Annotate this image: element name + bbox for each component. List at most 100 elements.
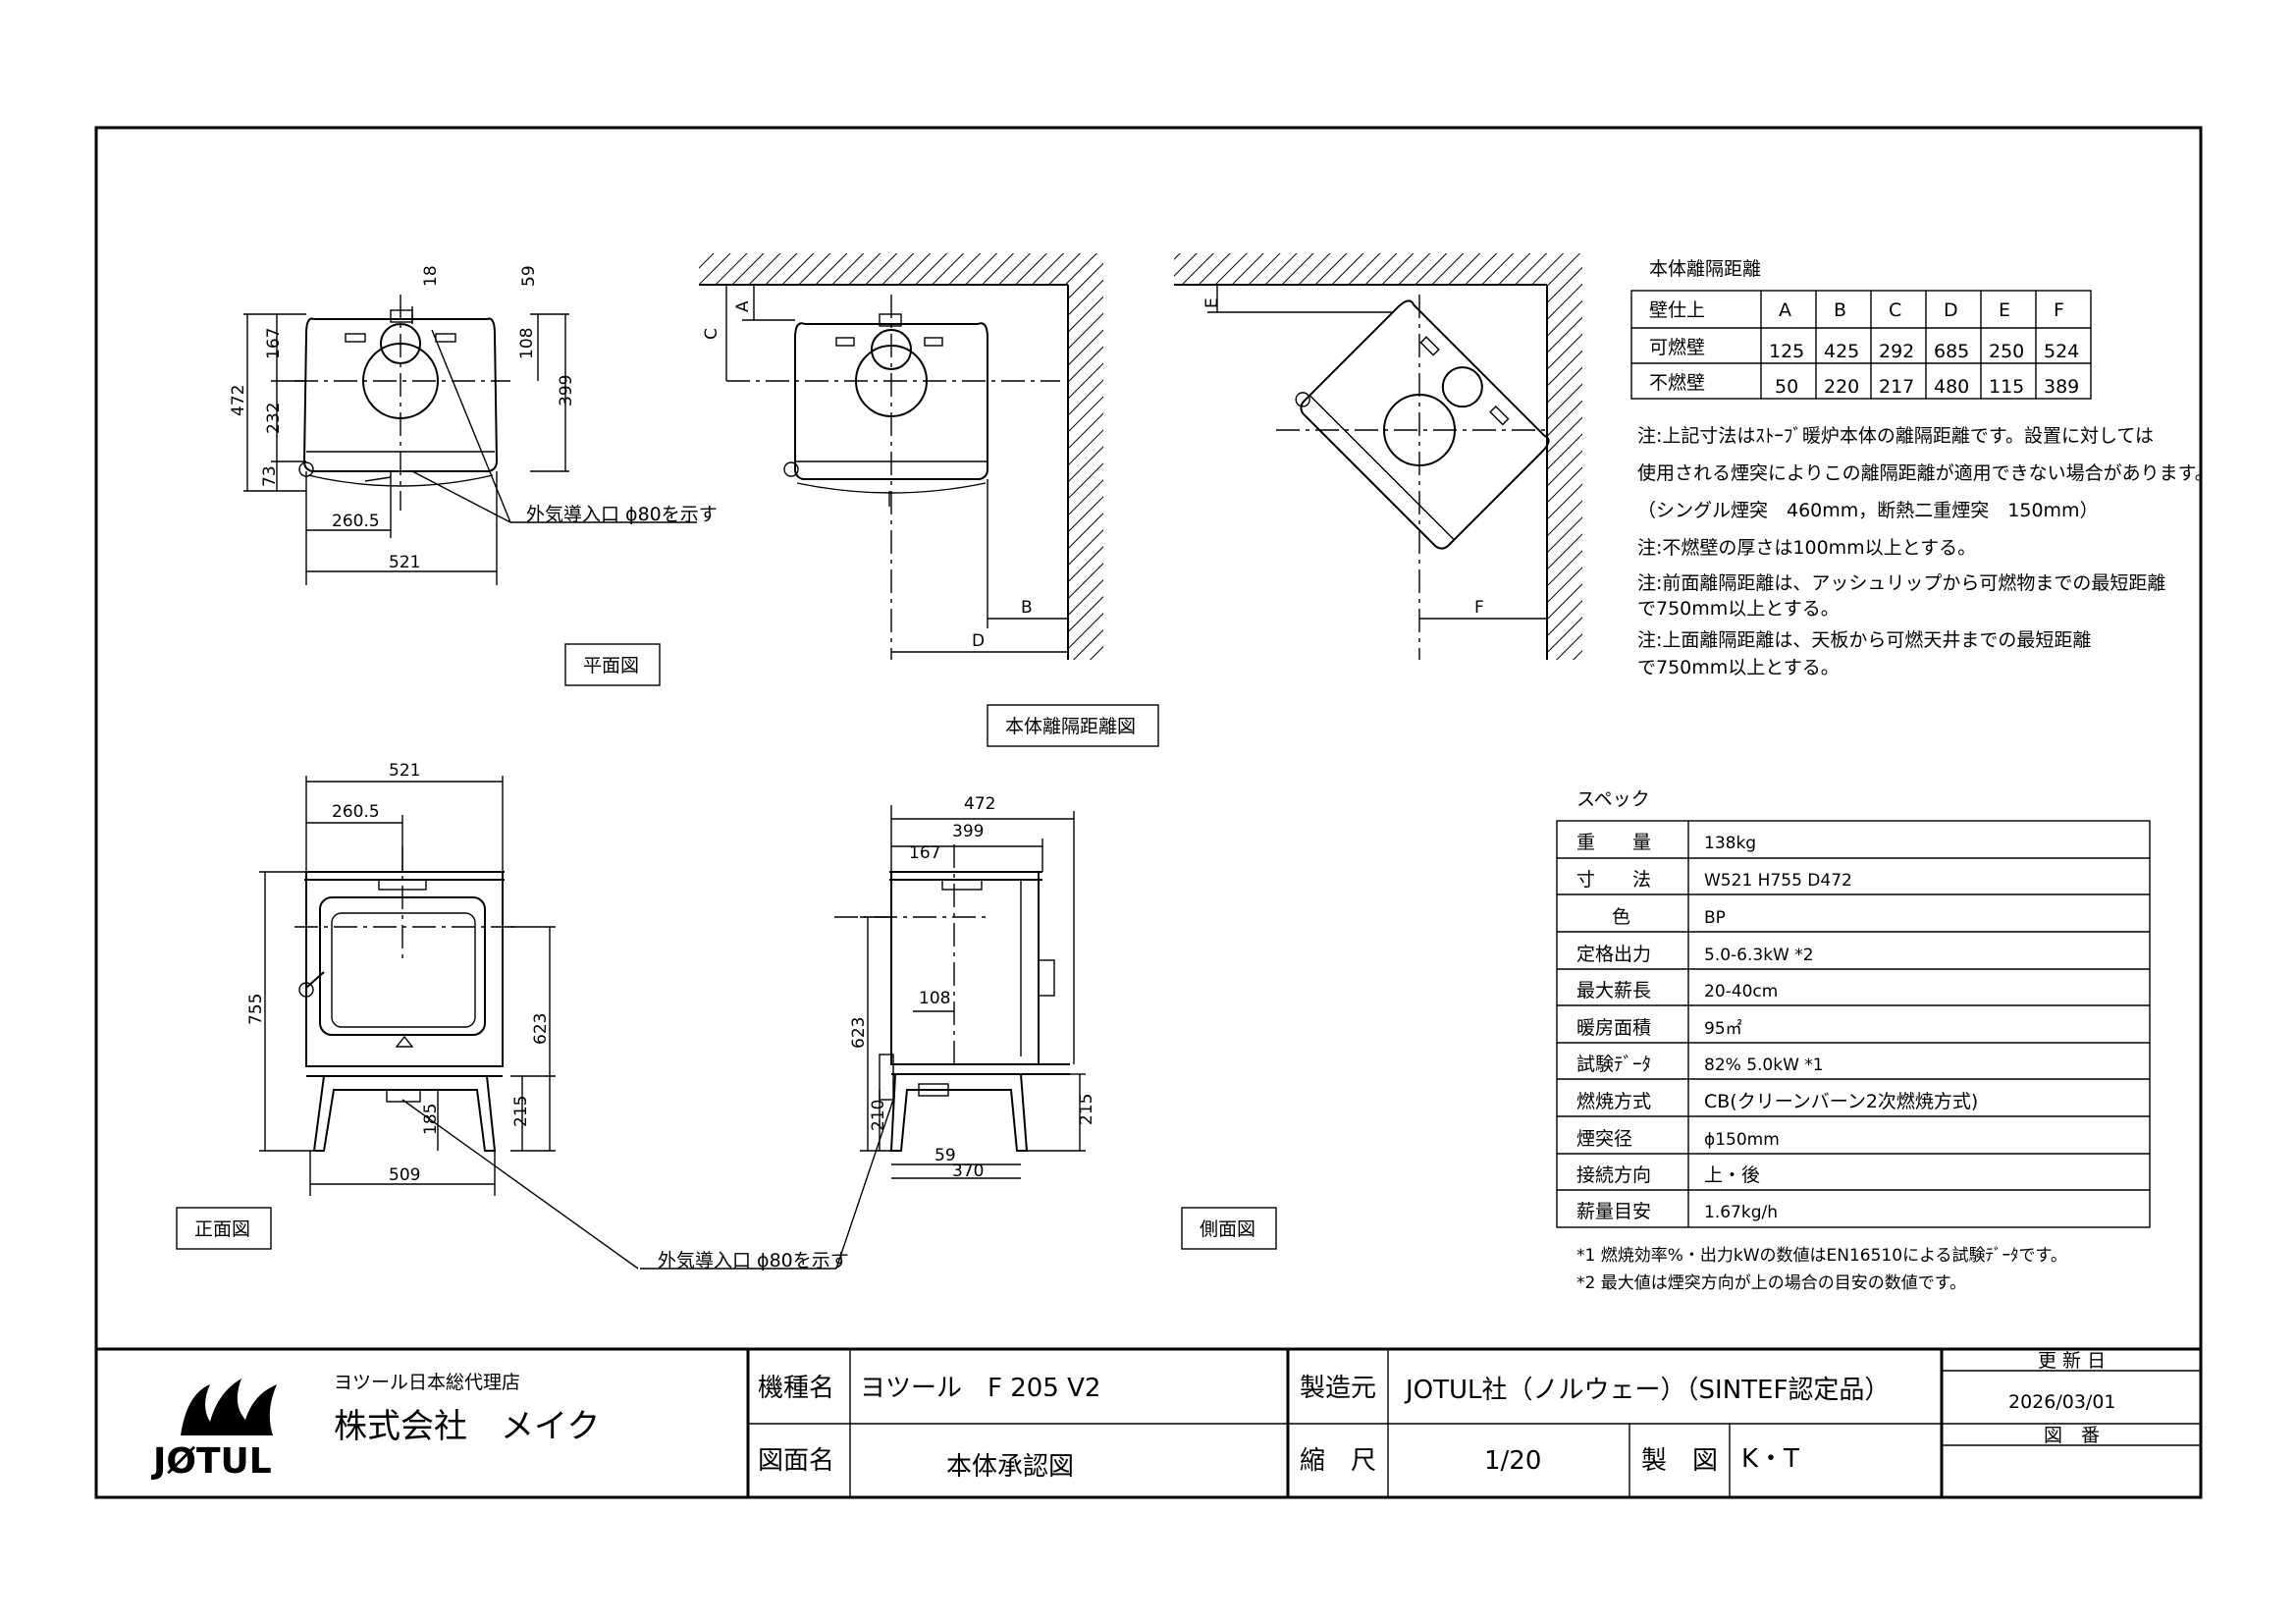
front-dim-185: 185 <box>421 1104 441 1135</box>
side-dim-623: 623 <box>849 1017 869 1049</box>
sheet-border <box>94 126 2203 1499</box>
note-line-1: 注:上記寸法はｽﾄｰﾌﾞ暖炉本体の離隔距離です。設置に対しては <box>1637 425 2154 447</box>
spec-row-flue-value: ϕ150mm <box>1704 1130 1780 1150</box>
clearance-view-straight <box>699 253 1103 660</box>
spec-row-fuel-value: 1.67kg/h <box>1704 1203 1778 1222</box>
clearance-header-E: E <box>1999 299 2010 321</box>
updated-value: 2026/03/01 <box>2008 1391 2116 1413</box>
plan-dim-18: 18 <box>421 265 441 287</box>
spec-row-combustion-label: 燃焼方式 <box>1576 1091 1651 1112</box>
drawing-name-value: 本体承認図 <box>946 1452 1074 1482</box>
side-dim-399: 399 <box>952 822 984 841</box>
front-view <box>259 776 639 1270</box>
clearance-row2-A: 50 <box>1775 376 1798 398</box>
spec-row-connection-value: 上・後 <box>1704 1164 1760 1186</box>
model-label: 機種名 <box>758 1374 834 1403</box>
note-line-5: 注:前面離隔距離は、アッシュリップから可燃物までの最短距離 <box>1637 572 2165 594</box>
front-view-label-box <box>176 1207 272 1250</box>
clearance-row1-label: 可燃壁 <box>1649 337 1705 358</box>
maker-value: JOTUL社（ノルウェー）（SINTEF認定品） <box>1404 1376 1890 1405</box>
side-dim-215: 215 <box>1077 1094 1096 1125</box>
side-dim-210: 210 <box>869 1100 888 1131</box>
front-view-label: 正面図 <box>194 1218 250 1240</box>
plan-dim-59: 59 <box>519 265 539 287</box>
side-view-label: 側面図 <box>1200 1218 1255 1240</box>
note-line-3: （シングル煙突 460mm，断熱二重煙突 150mm） <box>1637 500 2099 521</box>
clearance-letter-F: F <box>1474 598 1484 618</box>
spec-table <box>1556 820 2151 1228</box>
side-dim-472: 472 <box>964 794 995 814</box>
drafter-value: K・T <box>1741 1444 1799 1474</box>
plan-dim-399: 399 <box>557 375 576 406</box>
updated-label: 更 新 日 <box>2038 1350 2106 1372</box>
spec-row-test-label: 試験ﾃﾞｰﾀ <box>1576 1054 1651 1075</box>
spec-row-size-value: W521 H755 D472 <box>1704 871 1852 891</box>
spec-row-test-value: 82% 5.0kW *1 <box>1704 1055 1824 1075</box>
front-dim-215: 215 <box>511 1096 531 1127</box>
clearance-view-label-box <box>987 704 1159 747</box>
drafter-label: 製 図 <box>1641 1446 1718 1476</box>
clearance-table-title: 本体離隔距離 <box>1649 258 1761 280</box>
clearance-header-F: F <box>2054 299 2064 321</box>
spec-row-flue-label: 煙突径 <box>1576 1128 1632 1150</box>
clearance-header-A: A <box>1779 299 1791 321</box>
front-dim-623: 623 <box>531 1013 551 1045</box>
note-line-2: 使用される煙突によりこの離隔距離が適用できない場合があります。 <box>1637 462 2214 484</box>
clearance-row1-B: 425 <box>1824 341 1859 362</box>
plan-dim-232: 232 <box>264 403 284 434</box>
clearance-letter-B: B <box>1021 598 1033 618</box>
plan-dim-73: 73 <box>260 465 280 487</box>
maker-label: 製造元 <box>1300 1374 1376 1403</box>
spec-row-weight-value: 138kg <box>1704 834 1756 853</box>
spec-row-size-label: 寸 法 <box>1576 869 1651 891</box>
spec-row-fuel-label: 薪量目安 <box>1576 1201 1651 1222</box>
spec-row-area-label: 暖房面積 <box>1576 1017 1651 1039</box>
plan-view <box>243 295 697 585</box>
spec-row-log-label: 最大薪長 <box>1576 980 1651 1001</box>
clearance-view-label: 本体離隔距離図 <box>1005 716 1136 737</box>
clearance-row1-C: 292 <box>1879 341 1914 362</box>
side-dim-108: 108 <box>919 989 950 1008</box>
clearance-row2-C: 217 <box>1879 376 1914 398</box>
plan-dim-472: 472 <box>229 385 248 416</box>
note-line-8: で750mm以上とする。 <box>1637 657 1840 678</box>
clearance-view-corner <box>1174 253 1582 660</box>
note-line-7: 注:上面離隔距離は、天板から可燃天井までの最短距離 <box>1637 629 2091 651</box>
clearance-letter-A: A <box>733 300 753 312</box>
clearance-row2-B: 220 <box>1824 376 1859 398</box>
clearance-letter-E: E <box>1202 298 1222 308</box>
title-block <box>96 1347 2201 1497</box>
side-dim-167: 167 <box>909 843 940 863</box>
bottom-air-inlet-callout: 外気導入口 ϕ80を示す <box>658 1250 849 1271</box>
spec-row-color-label: 色 <box>1612 906 1630 928</box>
clearance-row1-F: 524 <box>2044 341 2079 362</box>
plan-view-label-box <box>564 643 661 686</box>
plan-dim-167: 167 <box>264 328 284 359</box>
plan-air-inlet-callout: 外気導入口 ϕ80を示す <box>526 504 718 525</box>
front-dim-509: 509 <box>389 1165 420 1185</box>
plan-dim-521: 521 <box>389 553 420 572</box>
clearance-row2-label: 不燃壁 <box>1649 372 1705 394</box>
spec-row-area-value: 95㎡ <box>1704 1019 1742 1039</box>
clearance-header-C: C <box>1889 299 1901 321</box>
company-name: 株式会社 メイク <box>334 1407 600 1446</box>
clearance-letter-C: C <box>702 328 721 340</box>
note-line-6: で750mm以上とする。 <box>1637 598 1840 620</box>
spec-row-combustion-value: CB(クリーンバーン2次燃焼方式) <box>1704 1091 1978 1112</box>
agency-text: ヨツール日本総代理店 <box>334 1372 520 1393</box>
clearance-header-D: D <box>1944 299 1958 321</box>
drawing-name-label: 図面名 <box>758 1446 834 1476</box>
front-dim-521: 521 <box>389 761 420 781</box>
front-dim-755: 755 <box>246 994 266 1025</box>
side-dim-370: 370 <box>952 1162 984 1181</box>
clearance-header-wall: 壁仕上 <box>1649 299 1705 321</box>
clearance-row1-A: 125 <box>1769 341 1804 362</box>
spec-title: スペック <box>1576 788 1650 810</box>
plan-dim-260-5: 260.5 <box>332 512 380 531</box>
clearance-row1-D: 685 <box>1934 341 1969 362</box>
scale-value: 1/20 <box>1484 1446 1541 1476</box>
clearance-row2-D: 480 <box>1934 376 1969 398</box>
plan-view-label: 平面図 <box>583 655 639 676</box>
spec-row-output-label: 定格出力 <box>1576 944 1651 965</box>
